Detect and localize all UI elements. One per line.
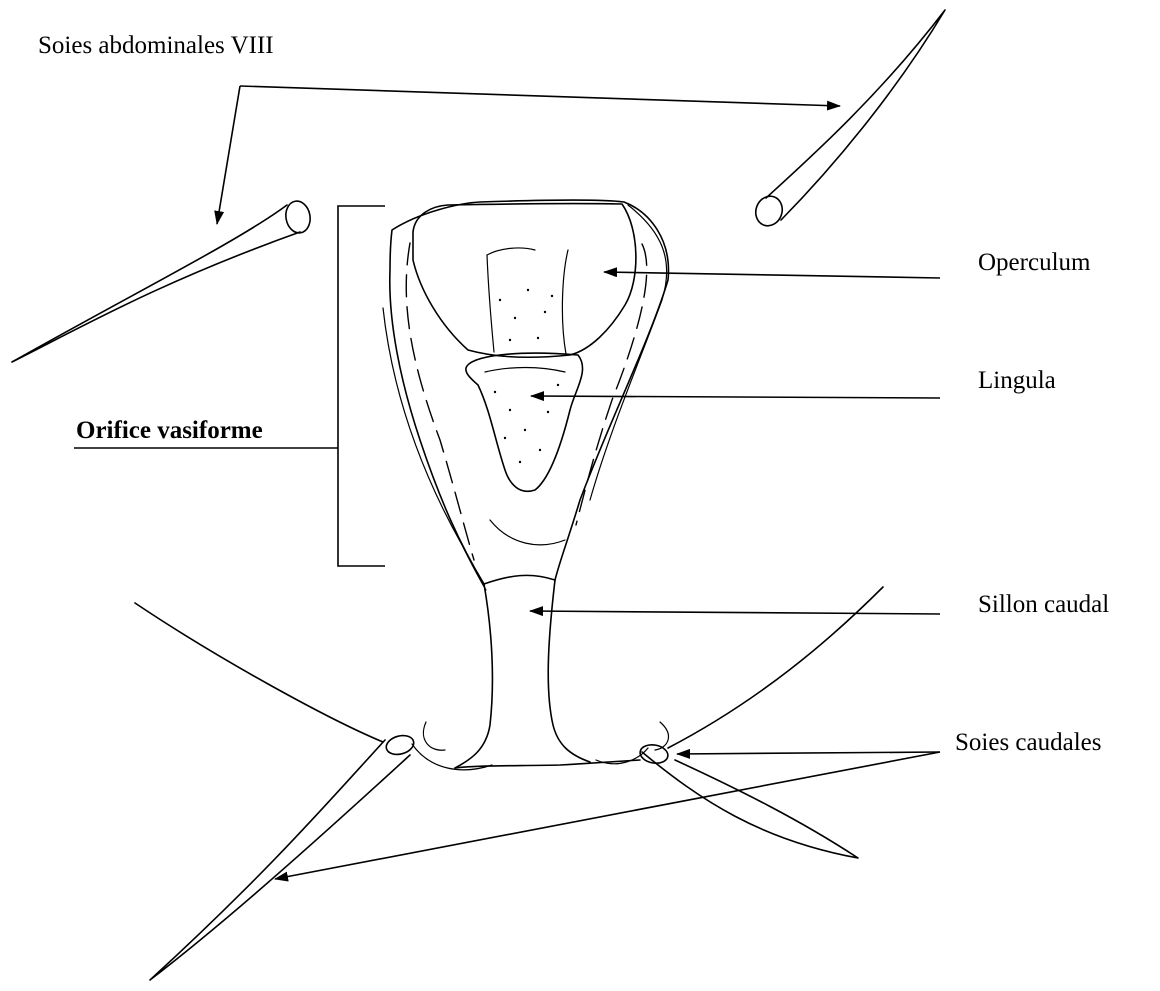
label-soies-caudales: Soies caudales [955, 729, 1101, 756]
seta-abdominal-left [12, 199, 313, 362]
leader-operculum [604, 272, 940, 278]
stipple [494, 289, 559, 463]
seta-abdominal-right [752, 10, 945, 230]
label-soies-abdominales: Soies abdominales VIII [38, 32, 274, 59]
leader-soies-caudales [275, 752, 940, 879]
vasiform-orifice [383, 200, 668, 590]
seta-caudal-right [639, 743, 858, 858]
label-lingula: Lingula [978, 367, 1056, 394]
label-sillon-caudal: Sillon caudal [978, 591, 1109, 618]
label-orifice-vasiforme: Orifice vasiforme [76, 417, 263, 444]
body-margin [135, 587, 883, 770]
leader-sillon-caudal [530, 611, 940, 614]
caudal-furrow [455, 580, 640, 768]
label-operculum: Operculum [978, 249, 1091, 276]
seta-caudal-left [150, 733, 416, 980]
bracket-orifice-vasiforme [74, 206, 385, 566]
leader-lingula [531, 396, 940, 398]
